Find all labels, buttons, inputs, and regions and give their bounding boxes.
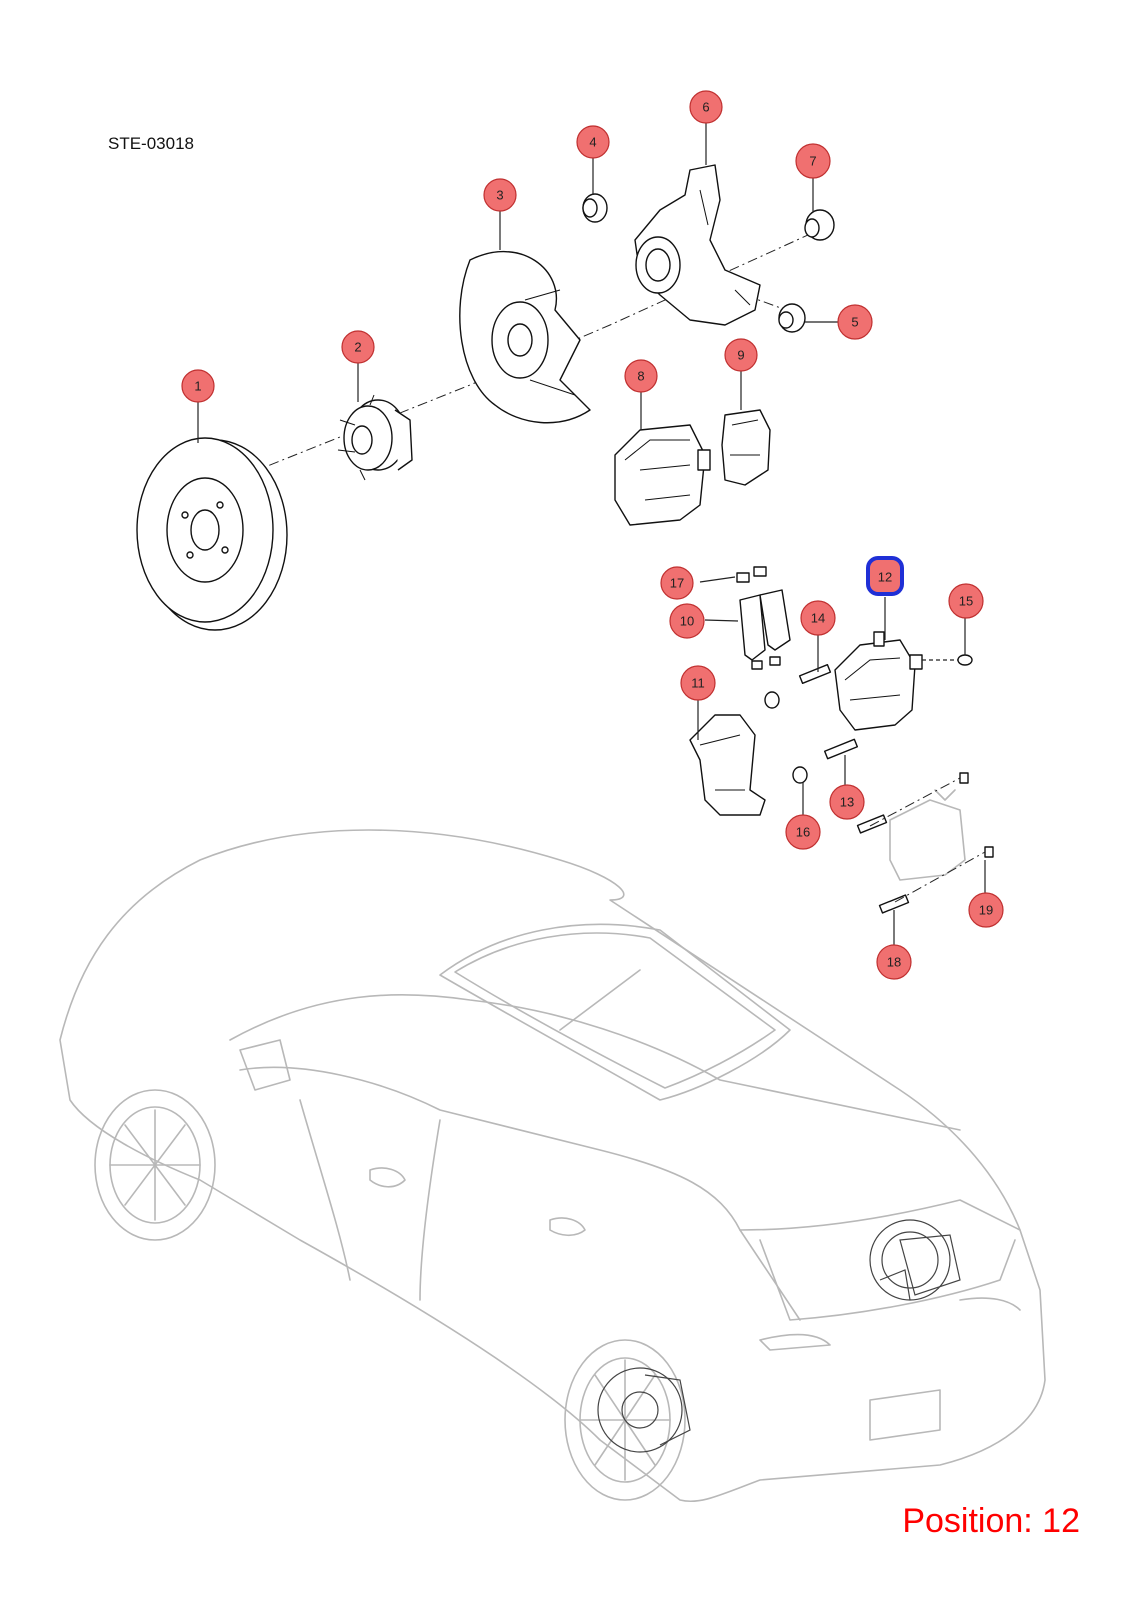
svg-text:15: 15 [959,594,973,609]
svg-text:13: 13 [840,795,854,810]
callout-12-selected[interactable]: 12 [866,556,904,596]
leader-lines [197,123,986,945]
svg-text:11: 11 [691,676,705,691]
callout-6[interactable]: 6 [689,90,723,124]
brake-pad-clips [736,566,781,670]
callout-18[interactable]: 18 [876,944,912,980]
callout-13[interactable]: 13 [829,784,865,820]
svg-text:17: 17 [670,576,684,591]
callout-11[interactable]: 11 [680,665,716,701]
callout-7[interactable]: 7 [795,143,831,179]
front-brake-caliper [614,424,711,526]
callout-3[interactable]: 3 [483,178,517,212]
svg-text:6: 6 [702,100,709,115]
callout-16[interactable]: 16 [785,814,821,850]
guide-pin-upper [798,663,832,685]
svg-text:3: 3 [496,188,503,203]
vehicle-outline [59,829,1046,1503]
selected-position-label: Position: 12 [902,1502,1080,1540]
svg-text:2: 2 [354,340,361,355]
bush-lower [778,303,806,333]
svg-text:9: 9 [737,348,744,363]
front-brake-assembly-highlight [597,1367,691,1453]
caliper-mounting-assembly [856,772,994,914]
svg-text:7: 7 [809,154,816,169]
steering-knuckle [634,164,761,326]
svg-text:14: 14 [811,611,825,626]
callout-8[interactable]: 8 [624,359,658,393]
wheel-hub [337,394,413,481]
callout-10[interactable]: 10 [669,603,705,639]
brake-disc [136,437,288,631]
rear-brake-assembly-highlight [869,1219,961,1301]
rear-brake-caliper [834,631,923,731]
callout-1[interactable]: 1 [181,369,215,403]
callout-15[interactable]: 15 [948,583,984,619]
callout-17[interactable]: 17 [660,566,694,600]
svg-text:4: 4 [589,135,596,150]
svg-text:10: 10 [680,614,694,629]
svg-text:16: 16 [796,825,810,840]
callout-2[interactable]: 2 [341,330,375,364]
brake-pads [739,589,791,661]
guide-pin-lower [823,738,859,760]
caliper-carrier [689,714,766,816]
bush-right [804,209,835,241]
bleeder-cap [922,654,973,666]
callout-5[interactable]: 5 [837,304,873,340]
diagram-reference-code: STE-03018 [108,134,194,153]
guide-sleeve-upper [764,691,780,709]
svg-text:12: 12 [878,570,892,585]
front-caliper-bracket [721,409,771,486]
dust-shield [459,250,591,424]
callout-14[interactable]: 14 [800,600,836,636]
svg-text:1: 1 [194,379,201,394]
svg-text:19: 19 [979,903,993,918]
svg-text:18: 18 [887,955,901,970]
callout-4[interactable]: 4 [576,125,610,159]
callout-19[interactable]: 19 [968,892,1004,928]
callout-9[interactable]: 9 [724,338,758,372]
bush-upper [582,193,608,223]
guide-sleeve-lower [792,766,808,784]
svg-text:5: 5 [851,315,858,330]
svg-text:8: 8 [637,369,644,384]
